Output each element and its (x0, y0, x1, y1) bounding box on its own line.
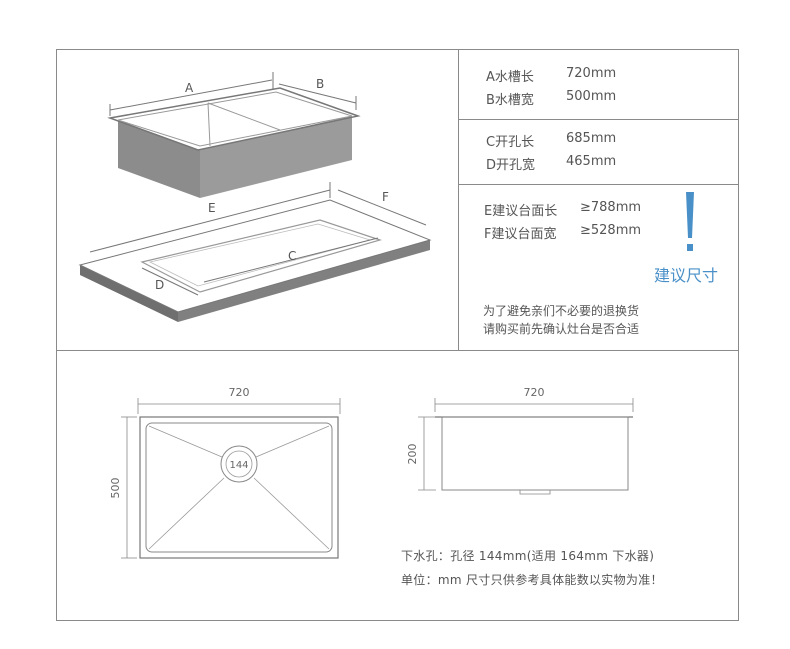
counter-cutout (140, 219, 383, 293)
sink-inner (117, 91, 353, 147)
unit-note: 单位：mm 尺寸只供参考具体能数以实物为准！ (401, 573, 663, 587)
sink-right-face (200, 116, 352, 198)
side-drain (519, 490, 551, 495)
dim-e-label: E (208, 201, 216, 215)
spec-e: E建议台面长 ≥788mm (484, 200, 641, 219)
top-fold-br (253, 477, 330, 550)
spec-d: D开孔宽 465mm (486, 154, 616, 173)
spec-e-value: ≥788mm (580, 200, 642, 215)
spec-a-value: 720mm (566, 66, 617, 81)
top-view-diagram: 720 500 144 (109, 386, 341, 559)
top-inner-basin (145, 422, 333, 553)
dim-b-label: B (316, 77, 324, 91)
counter-front-face (80, 265, 178, 322)
side-depth-label: 200 (406, 444, 419, 465)
sink-divider-edge (207, 102, 211, 147)
divider-middle (56, 350, 739, 351)
dim-c-label: C (288, 249, 296, 263)
dim-f-line (337, 189, 427, 226)
sink-rim (107, 87, 361, 151)
top-outer-rim (139, 416, 339, 559)
sink-front-face (118, 120, 200, 198)
dim-c-line (203, 237, 379, 283)
spec-f: F建议台面宽 ≥528mm (484, 223, 641, 242)
exclamation-icon (686, 192, 694, 251)
dim-e-line (89, 189, 331, 253)
drain-inner (225, 450, 253, 478)
side-view-diagram: 720 200 (406, 386, 634, 495)
side-width-label: 720 (524, 386, 545, 399)
dim-f-label: F (382, 190, 389, 204)
spec-c-label: C开孔长 (486, 135, 535, 150)
notice-line-2: 请购买前先确认灶台是否合适 (483, 322, 640, 336)
spec-b-value: 500mm (566, 89, 617, 104)
top-fold-tr (255, 425, 330, 458)
divider-vertical (458, 49, 459, 350)
spec-b-label: B水槽宽 (486, 93, 534, 108)
spec-e-label: E建议台面长 (484, 204, 558, 219)
counter-right-face (178, 240, 430, 322)
dim-b-line (278, 83, 357, 104)
drain-note: 下水孔：孔径 144mm(适用 164mm 下水器) (401, 549, 655, 563)
top-fold-tl (148, 425, 223, 458)
notice-line-1: 为了避免亲们不必要的退换货 (483, 304, 640, 318)
spec-f-label: F建议台面宽 (484, 227, 557, 242)
divider-specs-2 (458, 184, 739, 185)
top-fold-bl (148, 477, 225, 550)
recommend-size-label: 建议尺寸 (654, 266, 719, 285)
spec-b: B水槽宽 500mm (486, 89, 616, 108)
dim-a-label: A (185, 81, 194, 95)
drain-size-label: 144 (229, 460, 248, 471)
divider-specs-1 (458, 119, 739, 120)
isometric-sink-diagram: A B E F C D (78, 72, 432, 322)
sink-divider (207, 102, 281, 131)
side-basin (441, 416, 629, 491)
dim-a-line (109, 79, 273, 111)
diagram-frame (56, 49, 739, 621)
top-height-label: 500 (109, 478, 122, 499)
dim-d-line (141, 267, 199, 296)
top-width-label: 720 (229, 386, 250, 399)
spec-d-label: D开孔宽 (486, 158, 536, 173)
spec-c: C开孔长 685mm (486, 131, 616, 150)
spec-c-value: 685mm (566, 131, 617, 146)
spec-f-value: ≥528mm (580, 223, 642, 238)
spec-a-label: A水槽长 (486, 70, 534, 85)
spec-d-value: 465mm (566, 154, 617, 169)
dim-d-label: D (155, 278, 164, 292)
spec-a: A水槽长 720mm (486, 66, 616, 85)
